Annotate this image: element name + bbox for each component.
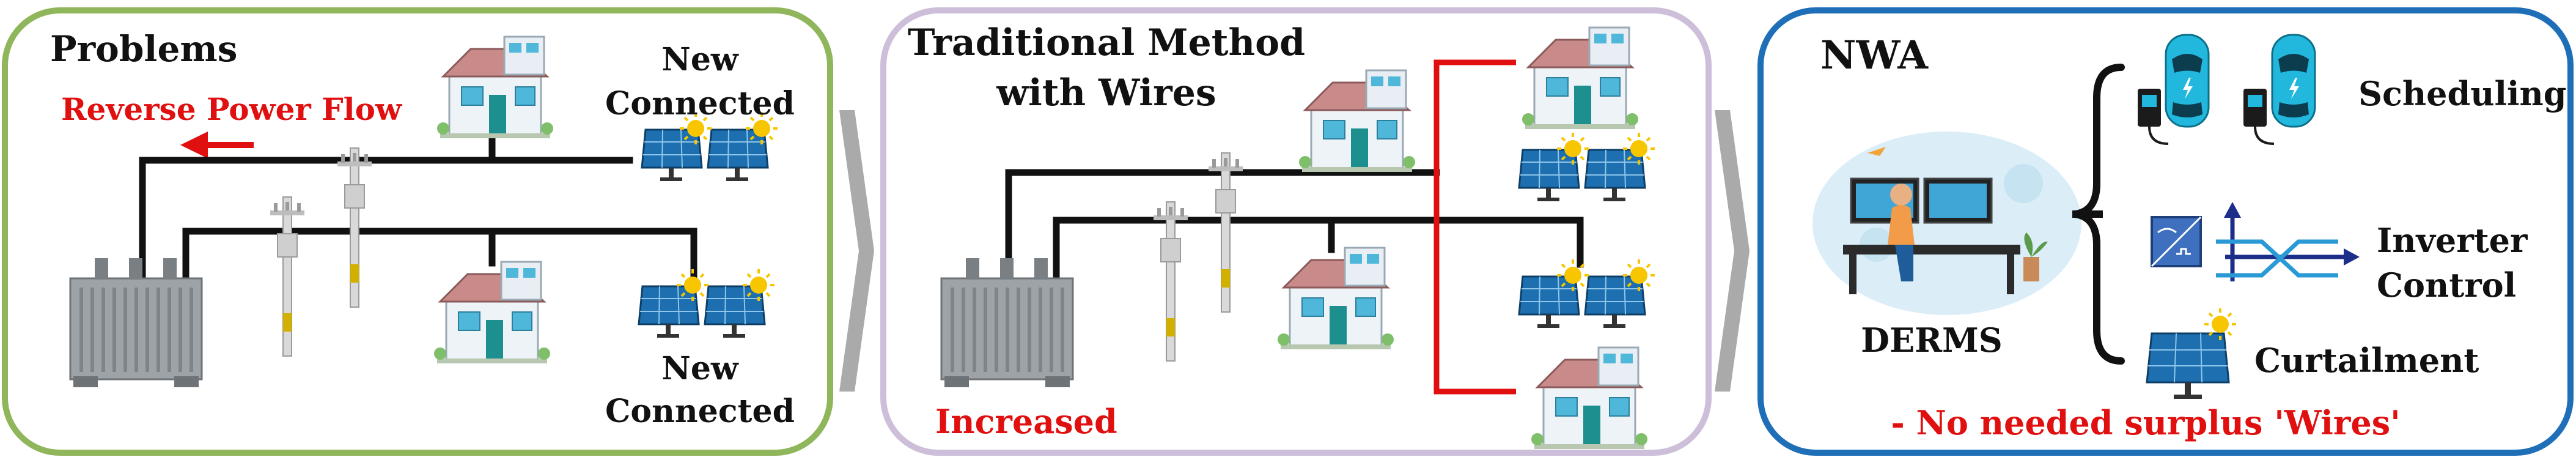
increased-label: Increased <box>935 402 1117 441</box>
new-connected-top-line1: New <box>661 41 739 78</box>
distribution-wires <box>139 131 697 286</box>
traditional-panel-border <box>880 7 1712 456</box>
nwa-panel: NWA DERMS <box>1757 7 2574 456</box>
operator-desk-icon <box>1812 132 2081 315</box>
chevron-right-icon <box>839 110 874 392</box>
inverter-label-line2: Control <box>2377 266 2516 305</box>
inverter-label-line1: Inverter <box>2377 221 2528 260</box>
traditional-panel: Traditional Method with Wires Increased <box>880 7 1712 456</box>
derms-label: DERMS <box>1861 321 2003 360</box>
scheduling-label: Scheduling <box>2358 74 2567 113</box>
nwa-note: - No needed surplus 'Wires' <box>1891 403 2400 442</box>
new-red-wires <box>1433 59 1516 395</box>
control-axis-icon <box>2216 202 2360 281</box>
transformer-icon <box>70 258 202 387</box>
traditional-title-line2: with Wires <box>996 72 1216 114</box>
reverse-flow-arrow <box>180 132 254 158</box>
problems-title: Problems <box>50 28 237 70</box>
transformer-icon <box>941 258 1073 387</box>
chevron-right-icon <box>1715 110 1750 392</box>
curtailment-label: Curtailment <box>2254 341 2479 380</box>
new-connected-bottom-line2: Connected <box>605 393 795 430</box>
inverter-icon <box>2151 216 2202 267</box>
new-connected-top-line2: Connected <box>605 85 795 122</box>
new-connected-bottom-line1: New <box>661 350 739 387</box>
reverse-power-flow-label: Reverse Power Flow <box>61 91 403 127</box>
problems-panel: Problems Reverse Power Flow New Connecte… <box>2 7 833 456</box>
nwa-title: NWA <box>1820 32 1929 78</box>
solar-panel-icon <box>2146 332 2230 399</box>
traditional-title-line1: Traditional Method <box>908 21 1305 64</box>
